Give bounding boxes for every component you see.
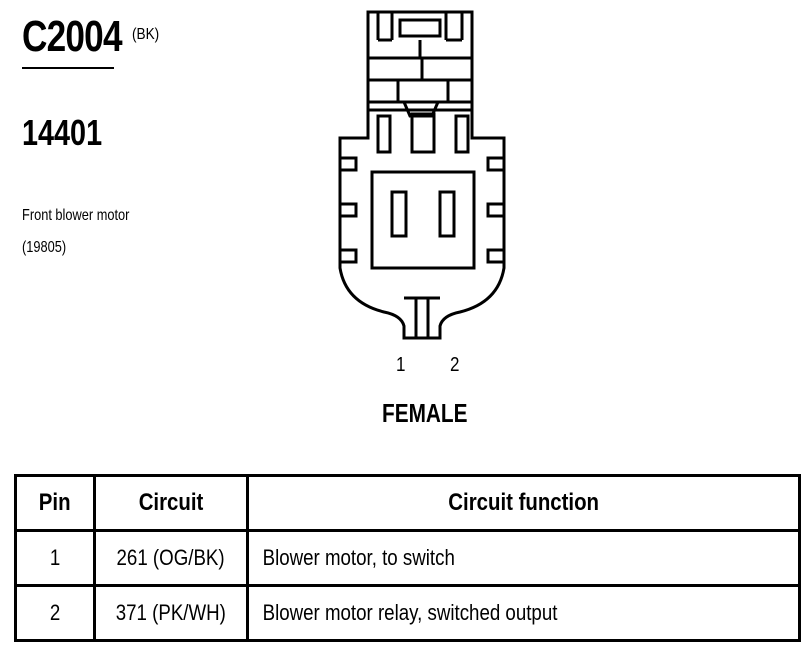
header-pin: Pin [14,474,96,532]
cell-circuit: 371 (PK/WH) [93,584,249,642]
side-tab [486,248,506,264]
connector-body [338,110,506,340]
upper-slot [376,114,392,154]
table-row: 1 261 (OG/BK) Blower motor, to switch [14,529,801,587]
connector-face-diagram [338,10,506,340]
gender-label: FEMALE [382,398,468,428]
table-row: 2 371 (PK/WH) Blower motor relay, switch… [14,584,801,642]
pin-label-1: 1 [396,354,406,376]
terminal-housing [370,170,476,270]
table-header-row: Pin Circuit Circuit function [14,474,801,532]
side-tab [486,156,506,172]
pin-label-2: 2 [450,354,460,376]
description: Front blower motor (19805) [22,200,129,264]
cell-circuit: 261 (OG/BK) [93,529,249,587]
side-tab [486,202,506,218]
cell-pin: 1 [14,529,96,587]
connector-id: C2004 [22,12,123,61]
cell-function: Blower motor relay, switched output [246,584,801,642]
terminal-cavity-2 [438,190,456,238]
upper-slot [454,114,470,154]
cell-function: Blower motor, to switch [246,529,801,587]
title-rule [22,67,114,69]
latch-lever [402,101,440,118]
header-circuit-function: Circuit function [246,474,801,532]
locking-tab [366,10,474,112]
terminal-cavity-1 [390,190,408,238]
side-tab [338,248,358,264]
side-tab [338,156,358,172]
side-tab [338,202,358,218]
description-line: (19805) [22,239,67,256]
cell-pin: 2 [14,584,96,642]
pinout-table: Pin Circuit Circuit function 1 261 (OG/B… [14,474,801,642]
center-key [410,112,436,154]
part-number: 14401 [22,112,103,153]
connector-color: (BK) [132,26,160,43]
header-circuit: Circuit [93,474,249,532]
description-line: Front blower motor [22,207,130,224]
